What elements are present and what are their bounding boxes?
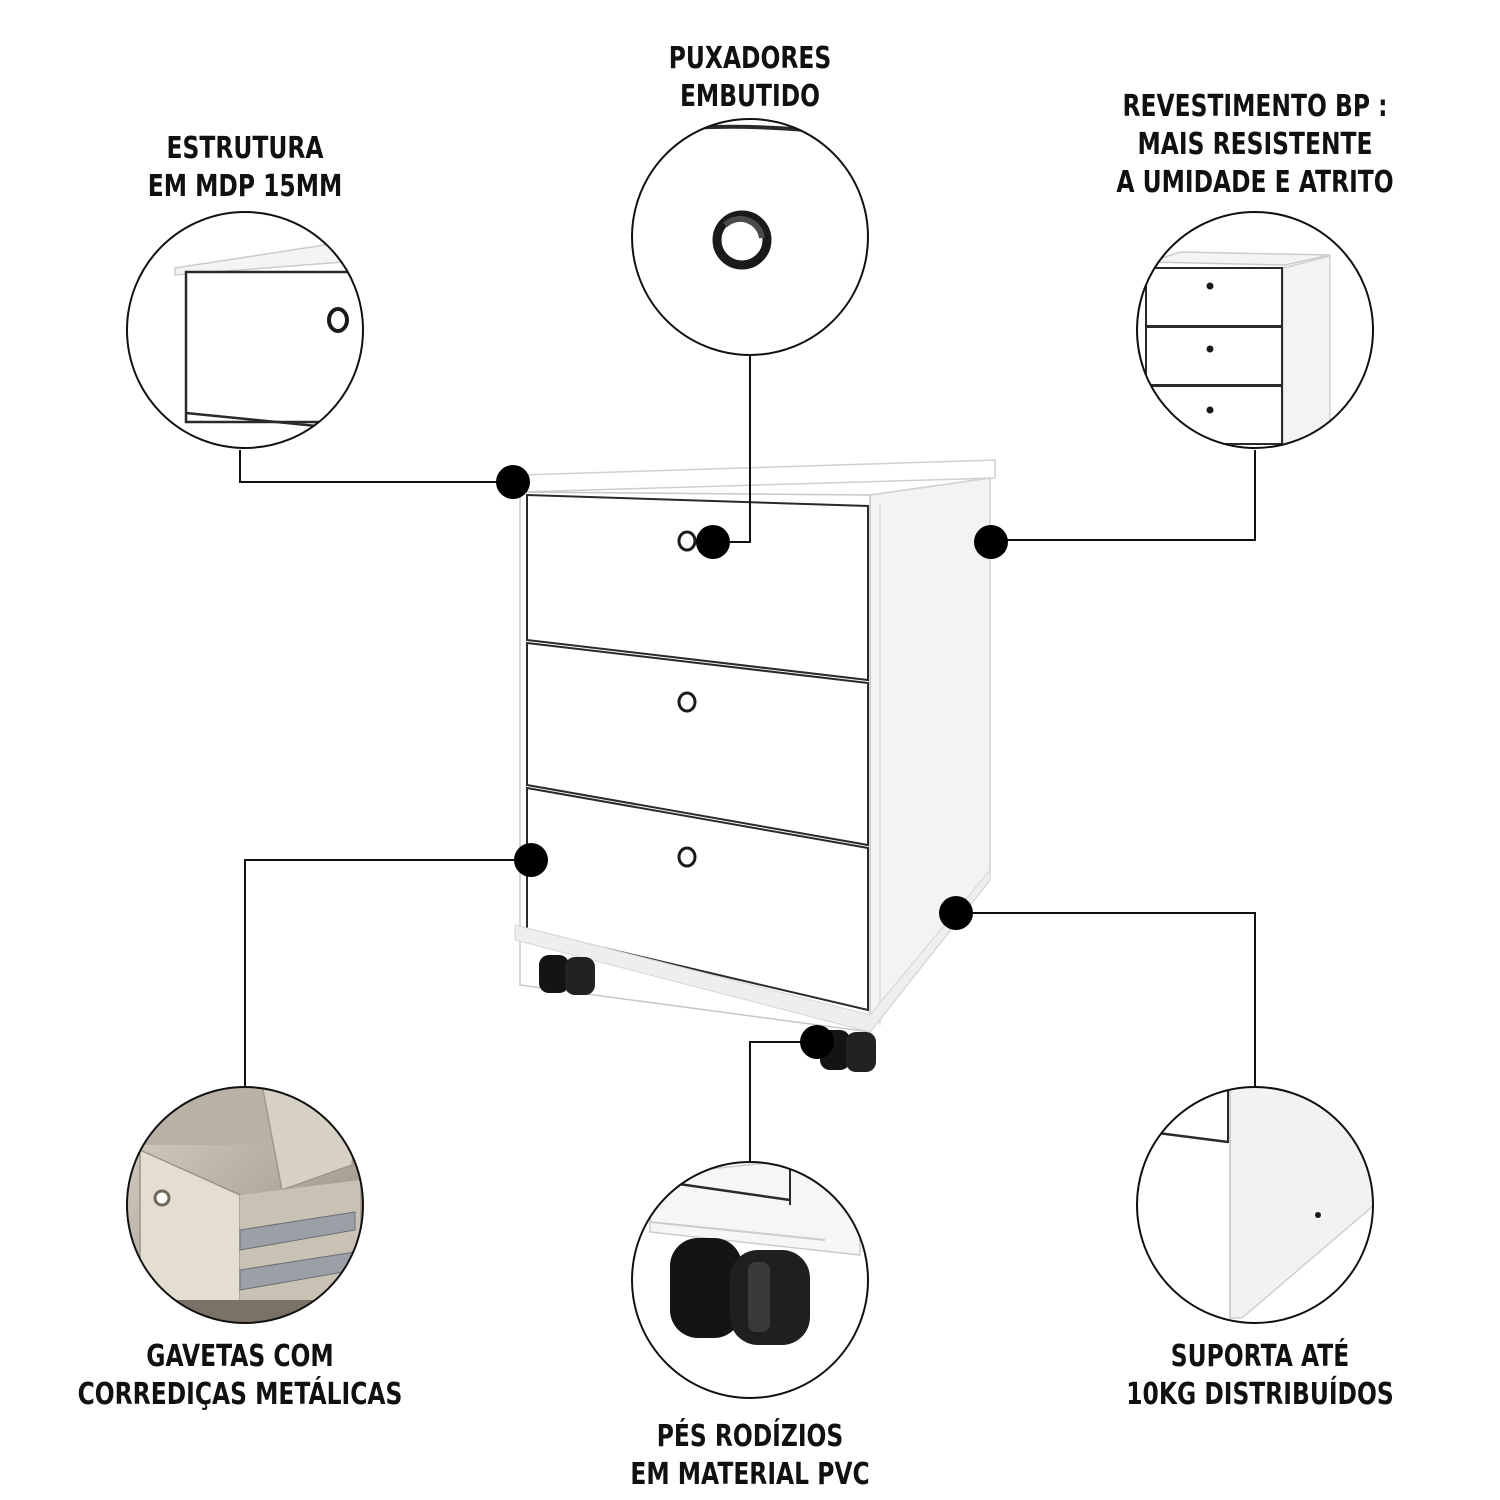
caster-wheel-icon [539, 955, 595, 995]
marker-rodizios [800, 1025, 834, 1059]
callout-label-rodizios: PÉS RODÍZIOS EM MATERIAL PVC [594, 1418, 906, 1494]
markers [496, 465, 1008, 1059]
callout-line: EM MDP 15MM [147, 169, 343, 204]
callout-line: PÉS RODÍZIOS [656, 1419, 844, 1454]
callout-label-revestimento: REVESTIMENTO BP : MAIS RESISTENTE A UMID… [1080, 88, 1431, 202]
detail-estrutura [126, 211, 364, 449]
callout-line: MAIS RESISTENTE [1137, 127, 1373, 162]
caster-wheel-icon [670, 1238, 810, 1345]
callout-line: PUXADORES [668, 41, 832, 76]
leader-line-suporta [956, 912, 1256, 1087]
drawer-cabinet [514, 459, 996, 1072]
callout-label-estrutura: ESTRUTURA EM MDP 15MM [128, 130, 362, 206]
callout-line: 10KG DISTRIBUÍDOS [1126, 1377, 1394, 1412]
leader-line-gavetas [244, 859, 531, 1087]
detail-suporta [1136, 1086, 1374, 1324]
callout-line: EMBUTIDO [679, 79, 821, 114]
marker-suporta [939, 896, 973, 930]
leader-line-rodizios [749, 1041, 817, 1162]
handle-hole-icon [327, 307, 349, 333]
drawer-handle-hole [677, 846, 697, 868]
callout-line: A UMIDADE E ATRITO [1116, 165, 1394, 200]
callout-line: CORREDIÇAS METÁLICAS [77, 1377, 403, 1412]
leader-lines [239, 356, 1256, 1162]
detail-puxadores [631, 118, 869, 356]
callout-label-suporta: SUPORTA ATÉ 10KG DISTRIBUÍDOS [1104, 1338, 1416, 1414]
marker-revestimento [974, 525, 1008, 559]
drawer-top [526, 493, 869, 682]
handle-hole-icon [153, 1189, 171, 1207]
drawer-handle-hole [677, 691, 697, 713]
callout-line: SUPORTA ATÉ [1170, 1339, 1350, 1374]
drawer-middle [526, 641, 869, 847]
detail-revestimento [1136, 211, 1374, 449]
callout-label-puxadores: PUXADORES EMBUTIDO [633, 40, 867, 116]
callout-line: GAVETAS COM [146, 1339, 334, 1374]
marker-estrutura [496, 465, 530, 499]
detail-rodizios [631, 1161, 869, 1399]
callout-line: EM MATERIAL PVC [630, 1457, 870, 1492]
leader-line-estrutura [239, 450, 513, 483]
callout-line: ESTRUTURA [166, 131, 324, 166]
callout-label-gavetas: GAVETAS COM CORREDIÇAS METÁLICAS [68, 1338, 411, 1414]
handle-hole-icon [1206, 282, 1214, 290]
marker-gavetas [514, 843, 548, 877]
detail-gavetas [126, 1086, 364, 1324]
drawer-bottom [526, 786, 869, 1012]
handle-hole-icon [1206, 345, 1214, 353]
marker-puxadores [696, 525, 730, 559]
drawer-handle-hole [677, 530, 697, 552]
callout-line: REVESTIMENTO BP : [1122, 89, 1388, 124]
leader-line-revestimento [991, 450, 1256, 541]
handle-hole-icon [1206, 406, 1214, 414]
